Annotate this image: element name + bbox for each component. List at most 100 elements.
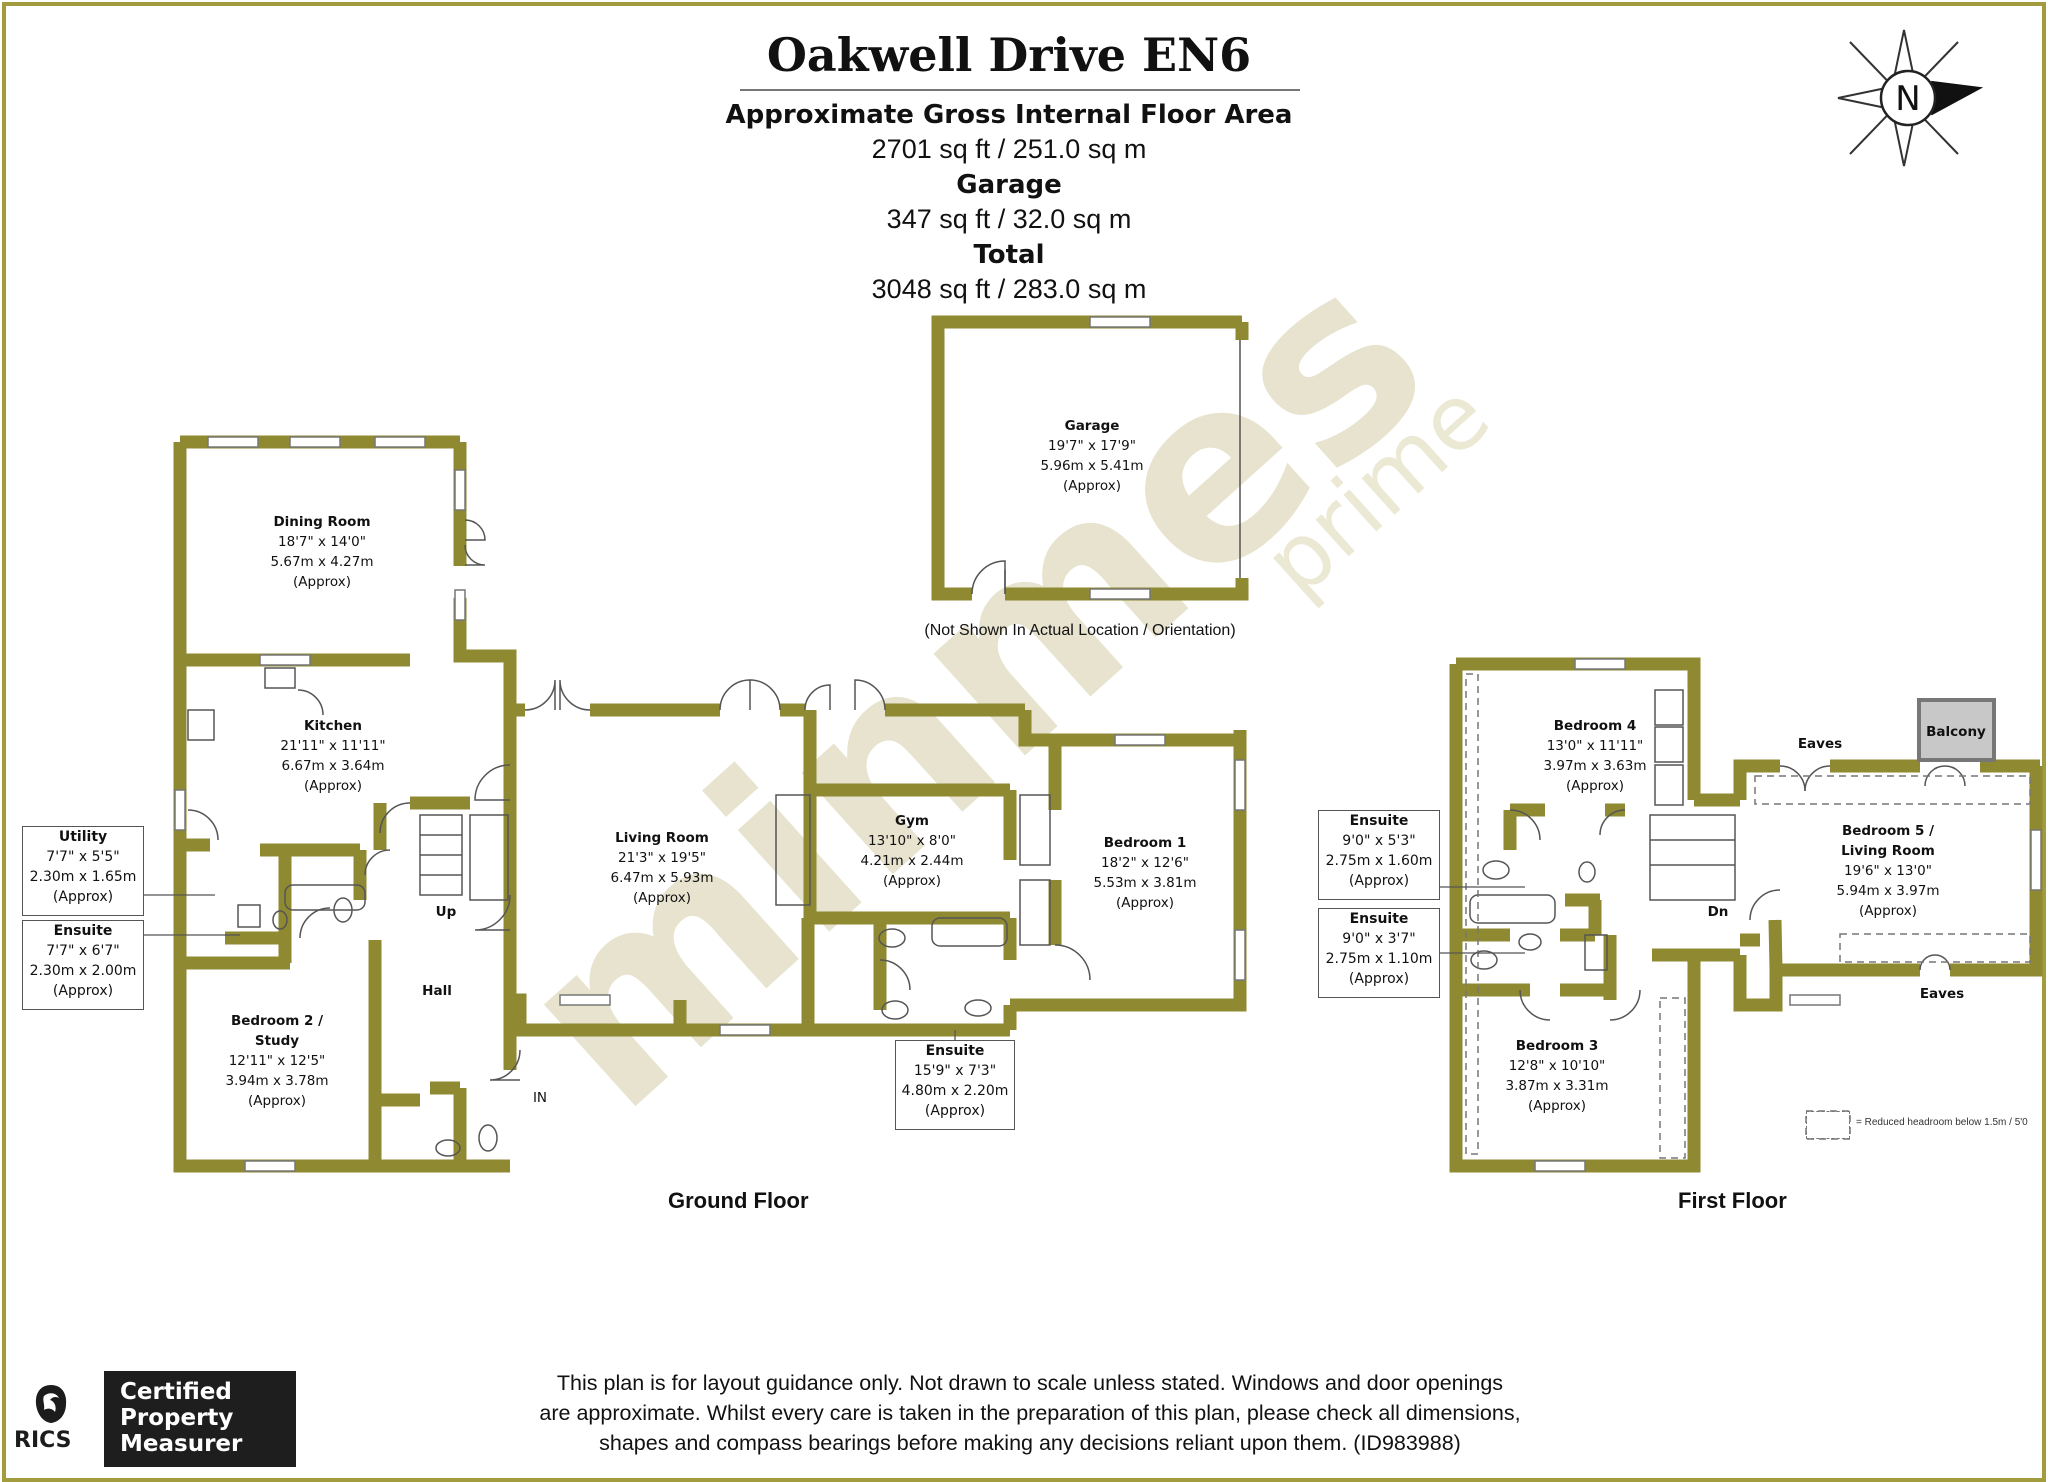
room-dining-name: Dining Room — [273, 514, 370, 530]
callout-ensuite-approx: (Approx) — [1348, 971, 1410, 987]
room-gym-name: Gym — [895, 813, 929, 829]
stairs-down-label: Dn — [1708, 904, 1729, 920]
room-bedroom2-imperial: 12'11" x 12'5" — [229, 1053, 326, 1069]
room-kitchen-imperial: 21'11" x 11'11" — [280, 738, 385, 754]
room-bedroom2-name2: Study — [255, 1033, 299, 1049]
callout-ensuite-approx: (Approx) — [1348, 873, 1410, 889]
total-value: 3048 sq ft / 283.0 sq m — [871, 274, 1147, 304]
callout-ensuite-name: Ensuite — [925, 1043, 985, 1059]
room-bedroom2-approx: (Approx) — [248, 1093, 306, 1109]
room-kitchen-name: Kitchen — [304, 718, 362, 734]
room-living-approx: (Approx) — [633, 890, 691, 906]
garage-heading: Garage — [956, 170, 1062, 200]
north-compass-icon: N — [1837, 29, 1984, 167]
watermark: minmes prime — [465, 210, 1510, 1164]
callout-ensuite-name: Ensuite — [1349, 813, 1409, 829]
room-garage-imperial: 19'7" x 17'9" — [1048, 438, 1136, 454]
rics-lion-icon — [35, 1385, 67, 1423]
callout-utility-imperial: 7'7" x 5'5" — [46, 849, 120, 865]
callout-utility-approx: (Approx) — [52, 889, 114, 905]
garage-value: 347 sq ft / 32.0 sq m — [886, 204, 1132, 234]
room-bedroom1-imperial: 18'2" x 12'6" — [1101, 855, 1189, 871]
room-labels: Dining Room 18'7" x 14'0" 5.67m x 4.27m … — [226, 418, 1987, 1114]
room-bedroom2-metric: 3.94m x 3.78m — [226, 1073, 329, 1089]
room-garage-approx: (Approx) — [1063, 478, 1121, 494]
legend-text: = Reduced headroom below 1.5m / 5'0 — [1856, 1117, 2028, 1128]
room-bedroom3-approx: (Approx) — [1528, 1098, 1586, 1114]
first-floor-label: First Floor — [1678, 1188, 1787, 1213]
fixtures — [187, 667, 1736, 1157]
callout-ensuite-approx: (Approx) — [52, 983, 114, 999]
callout-ensuite-approx: (Approx) — [924, 1103, 986, 1119]
callout-ensuite-ground-left: Ensuite 7'7" x 6'7" 2.30m x 2.00m (Appro… — [22, 920, 144, 1010]
garage-location-note: (Not Shown In Actual Location / Orientat… — [924, 622, 1235, 639]
room-bedroom4-approx: (Approx) — [1566, 778, 1624, 794]
callout-ensuite-imperial: 9'0" x 3'7" — [1342, 931, 1416, 947]
room-gym-imperial: 13'10" x 8'0" — [868, 833, 956, 849]
certified-property-measurer-badge: Certified Property Measurer — [104, 1371, 296, 1467]
area-value: 2701 sq ft / 251.0 sq m — [871, 134, 1147, 164]
disclaimer: This plan is for layout guidance only. N… — [440, 1368, 1620, 1458]
ground-floor-label: Ground Floor — [668, 1188, 809, 1213]
room-garage-name: Garage — [1065, 418, 1120, 434]
room-bedroom4-imperial: 13'0" x 11'11" — [1547, 738, 1644, 754]
walls — [173, 315, 2043, 1173]
disclaimer-line-3: shapes and compass bearings before makin… — [599, 1431, 1461, 1455]
stairs-up-label: Up — [436, 904, 457, 920]
callout-utility-metric: 2.30m x 1.65m — [29, 869, 137, 885]
room-bedroom4-metric: 3.97m x 3.63m — [1544, 758, 1647, 774]
callout-utility: Utility 7'7" x 5'5" 2.30m x 1.65m (Appro… — [22, 826, 144, 916]
room-dining-approx: (Approx) — [293, 574, 351, 590]
room-bedroom1-name: Bedroom 1 — [1104, 835, 1186, 851]
eaves-top-label: Eaves — [1798, 736, 1842, 752]
cert-line-3: Measurer — [120, 1431, 243, 1457]
watermark-brand: minmes — [465, 210, 1479, 1164]
room-bedroom5-approx: (Approx) — [1859, 903, 1917, 919]
callout-ensuite-metric: 2.30m x 2.00m — [29, 963, 137, 979]
room-bedroom4-name: Bedroom 4 — [1554, 718, 1636, 734]
legend-swatch — [1806, 1111, 1850, 1139]
callout-utility-name: Utility — [58, 829, 108, 845]
entry-label: IN — [533, 1090, 547, 1106]
room-bedroom5-name2: Living Room — [1841, 843, 1935, 859]
compass-label: N — [1895, 79, 1920, 119]
windows — [174, 316, 2042, 1172]
cert-line-2: Property — [120, 1405, 234, 1431]
rics-logo-text: RICS — [14, 1428, 72, 1453]
callout-ensuite-imperial: 15'9" x 7'3" — [913, 1063, 997, 1079]
room-kitchen-metric: 6.67m x 3.64m — [282, 758, 385, 774]
disclaimer-line-2: are approximate. Whilst every care is ta… — [539, 1401, 1521, 1425]
doors — [187, 340, 1966, 1081]
callout-ensuite-metric: 2.75m x 1.10m — [1325, 951, 1433, 967]
callout-ensuite-ground-right: Ensuite 15'9" x 7'3" 4.80m x 2.20m (Appr… — [895, 1040, 1015, 1130]
callout-ensuite-name: Ensuite — [53, 923, 113, 939]
disclaimer-line-1: This plan is for layout guidance only. N… — [556, 1371, 1504, 1395]
cert-line-1: Certified — [120, 1379, 232, 1405]
page-title: Oakwell Drive EN6 — [766, 28, 1252, 82]
callout-ensuite-first-lower: Ensuite 9'0" x 3'7" 2.75m x 1.10m (Appro… — [1318, 908, 1440, 998]
callout-ensuite-metric: 4.80m x 2.20m — [901, 1083, 1009, 1099]
room-bedroom3-name: Bedroom 3 — [1516, 1038, 1598, 1054]
room-living-metric: 6.47m x 5.93m — [611, 870, 714, 886]
callout-ensuite-first-upper: Ensuite 9'0" x 5'3" 2.75m x 1.60m (Appro… — [1318, 810, 1440, 900]
room-bedroom5-metric: 5.94m x 3.97m — [1837, 883, 1940, 899]
callout-ensuite-imperial: 9'0" x 5'3" — [1342, 833, 1416, 849]
room-bedroom3-imperial: 12'8" x 10'10" — [1509, 1058, 1606, 1074]
room-hall-name: Hall — [422, 983, 452, 999]
room-dining-metric: 5.67m x 4.27m — [271, 554, 374, 570]
room-living-name: Living Room — [615, 830, 709, 846]
eaves-bottom-label: Eaves — [1920, 986, 1964, 1002]
callout-ensuite-imperial: 7'7" x 6'7" — [46, 943, 120, 959]
room-dining-imperial: 18'7" x 14'0" — [278, 534, 366, 550]
room-gym-approx: (Approx) — [883, 873, 941, 889]
area-heading: Approximate Gross Internal Floor Area — [725, 100, 1293, 130]
room-kitchen-approx: (Approx) — [304, 778, 362, 794]
title-rule — [740, 89, 1300, 91]
room-bedroom1-metric: 5.53m x 3.81m — [1094, 875, 1197, 891]
total-heading: Total — [973, 240, 1045, 270]
room-garage-metric: 5.96m x 5.41m — [1041, 458, 1144, 474]
room-gym-metric: 4.21m x 2.44m — [861, 853, 964, 869]
room-living-imperial: 21'3" x 19'5" — [618, 850, 706, 866]
